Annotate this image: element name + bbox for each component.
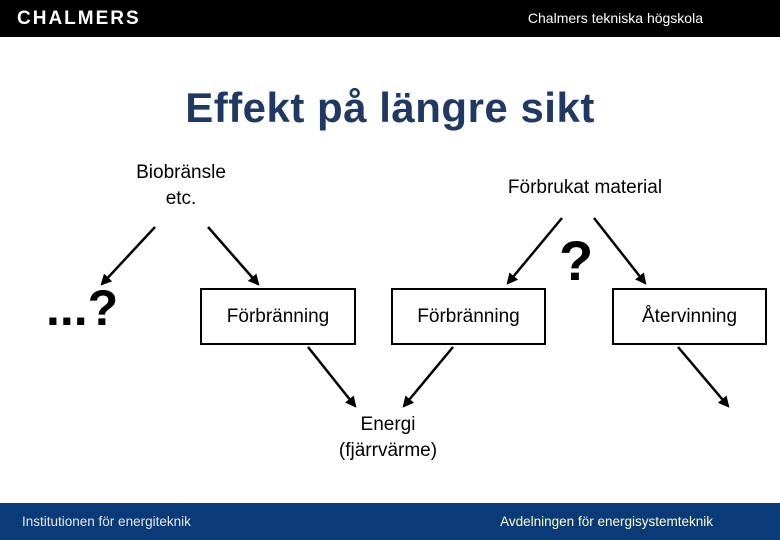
footer-bar: Institutionen för energiteknik Avdelning… xyxy=(0,503,780,540)
arrow-forbrukat-to-atervinning xyxy=(593,217,647,285)
question-mark-left: ...? xyxy=(46,280,119,336)
arrow-biobransle-to-question xyxy=(100,226,156,286)
arrow-forbranning-left-to-energi xyxy=(307,346,357,408)
label-biobransle-line1: Biobränsle xyxy=(136,162,226,183)
header-school-name: Chalmers tekniska högskola xyxy=(527,10,703,26)
arrow-forbrukat-to-forbranning-middle xyxy=(506,217,563,285)
label-biobransle-line2: etc. xyxy=(165,188,197,209)
label-energi: Energi (fjärrvärme) xyxy=(288,412,488,464)
question-mark-right: ? xyxy=(559,229,594,292)
top-bar: CHALMERS Chalmers tekniska högskola xyxy=(0,0,780,37)
label-biobransle: Biobränsle etc. xyxy=(106,160,256,212)
slide-title: Effekt på längre sikt xyxy=(185,84,595,131)
label-forbrukat-material: Förbrukat material xyxy=(507,177,663,198)
arrow-atervinning-down xyxy=(677,346,730,408)
footer-department: Institutionen för energiteknik xyxy=(22,514,191,529)
label-energi-line2: (fjärrvärme) xyxy=(338,440,438,461)
label-energi-line1: Energi xyxy=(360,414,416,435)
footer-division: Avdelningen för energisystemteknik xyxy=(500,514,713,529)
box-atervinning: Återvinning xyxy=(612,288,767,345)
arrow-biobransle-to-forbranning-left xyxy=(207,226,260,286)
box-forbranning-middle: Förbränning xyxy=(391,288,546,345)
arrow-forbranning-middle-to-energi xyxy=(402,346,454,408)
chalmers-logo: CHALMERS xyxy=(17,8,141,29)
box-forbranning-left: Förbränning xyxy=(200,288,356,345)
